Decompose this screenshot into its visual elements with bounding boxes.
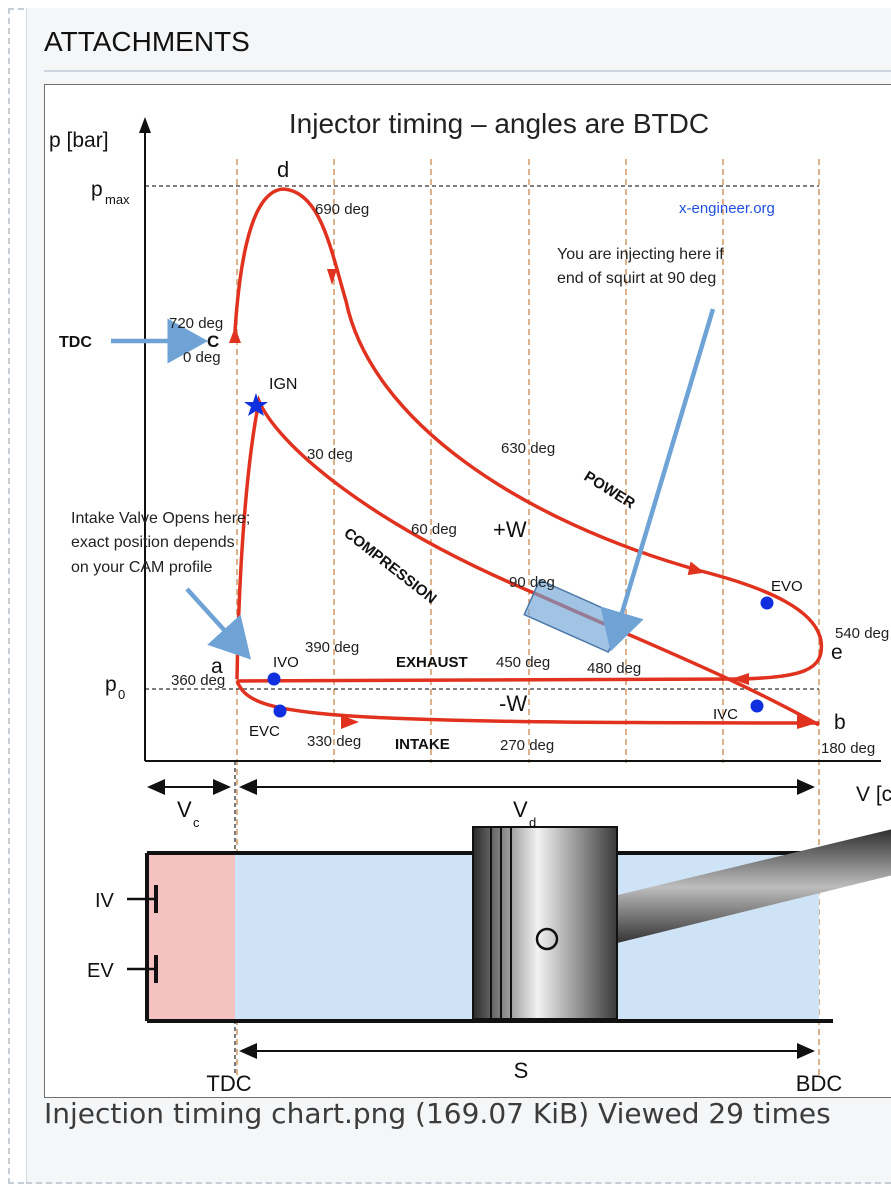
injection-note-line-1: You are injecting here if <box>557 246 724 263</box>
piston-rings <box>490 827 512 1019</box>
angle-360: 360 deg <box>171 672 225 689</box>
angle-540: 540 deg <box>835 625 889 642</box>
vc-sub: c <box>193 815 200 830</box>
intake-curve <box>235 680 820 725</box>
ivo-marker <box>267 672 281 686</box>
bdc-label: BDC <box>796 1071 843 1096</box>
angle-330: 330 deg <box>307 733 361 750</box>
ivc-label: IVC <box>713 706 738 723</box>
ivc-marker <box>750 699 764 713</box>
pv-cycle <box>233 187 824 727</box>
ev-label: EV <box>87 960 114 982</box>
bottom-divider <box>26 1182 891 1184</box>
exhaust-label: EXHAUST <box>396 654 468 671</box>
tdc-label: TDC <box>206 1071 251 1096</box>
exhaust-line <box>236 677 742 683</box>
stroke-label: S <box>514 1058 529 1083</box>
angle-720: 720 deg <box>169 315 223 332</box>
injection-pointer-arrow <box>600 308 716 652</box>
diagram-title: Injector timing – angles are BTDC <box>289 108 709 139</box>
cycle-arrows <box>229 269 817 729</box>
p0-label: p <box>105 673 117 696</box>
power-label: POWER <box>581 468 638 513</box>
connecting-rod <box>601 829 891 947</box>
tdc-arrow-label: TDC <box>59 334 92 351</box>
evo-marker <box>760 596 774 610</box>
iv-label: IV <box>95 890 115 912</box>
point-d: d <box>277 157 289 182</box>
angle-630: 630 deg <box>501 440 555 457</box>
evc-label: EVC <box>249 723 280 740</box>
work-positive: +W <box>493 517 527 542</box>
ivo-label: IVO <box>273 654 299 671</box>
angle-480: 480 deg <box>587 660 641 677</box>
evc-marker <box>273 704 287 718</box>
p0-sub: 0 <box>118 687 125 702</box>
angle-0: 0 deg <box>183 349 221 366</box>
angle-180: 180 deg <box>821 740 875 757</box>
x-axis-label: V [c <box>856 783 891 806</box>
intake-pointer-arrow <box>185 587 252 660</box>
injection-note-line-2: end of squirt at 90 deg <box>557 270 716 287</box>
work-negative: -W <box>499 691 527 716</box>
vd-sub: d <box>529 815 536 830</box>
vd-label: V <box>513 797 528 822</box>
ign-label: IGN <box>269 376 297 393</box>
point-b: b <box>834 711 846 734</box>
angle-90: 90 deg <box>509 574 555 591</box>
angle-30: 30 deg <box>307 446 353 463</box>
angle-60: 60 deg <box>411 521 457 538</box>
intake-label: INTAKE <box>395 736 450 753</box>
y-axis-label: p [bar] <box>49 129 109 152</box>
piston-pin <box>535 927 559 951</box>
ign-star <box>244 393 268 416</box>
vc-label: V <box>177 797 192 822</box>
intake-note-line-1: Intake Valve Opens here; <box>71 510 250 527</box>
attachment-image[interactable]: Injector timing – angles are BTDC p [bar… <box>44 84 891 1098</box>
angle-390: 390 deg <box>305 639 359 656</box>
angle-270: 270 deg <box>500 737 554 754</box>
point-e: e <box>831 641 843 664</box>
angle-450: 450 deg <box>496 654 550 671</box>
attachments-heading: ATTACHMENTS <box>44 22 891 72</box>
pmax-label: p <box>91 178 103 201</box>
pmax-sub: max <box>105 192 130 207</box>
intake-note-line-2: exact position depends <box>71 534 235 551</box>
watermark: x-engineer.org <box>679 200 775 217</box>
intake-note-line-3: on your CAM profile <box>71 559 212 576</box>
piston <box>472 826 618 1020</box>
attachment-caption[interactable]: Injection timing chart.png (169.07 KiB) … <box>44 1097 831 1130</box>
point-c: C <box>207 332 219 351</box>
combustion-chamber <box>147 853 235 1021</box>
angle-690: 690 deg <box>315 201 369 218</box>
combustion-curve <box>233 187 824 681</box>
compression-curve <box>235 395 820 727</box>
evo-label: EVO <box>771 578 803 595</box>
point-a: a <box>211 655 223 678</box>
